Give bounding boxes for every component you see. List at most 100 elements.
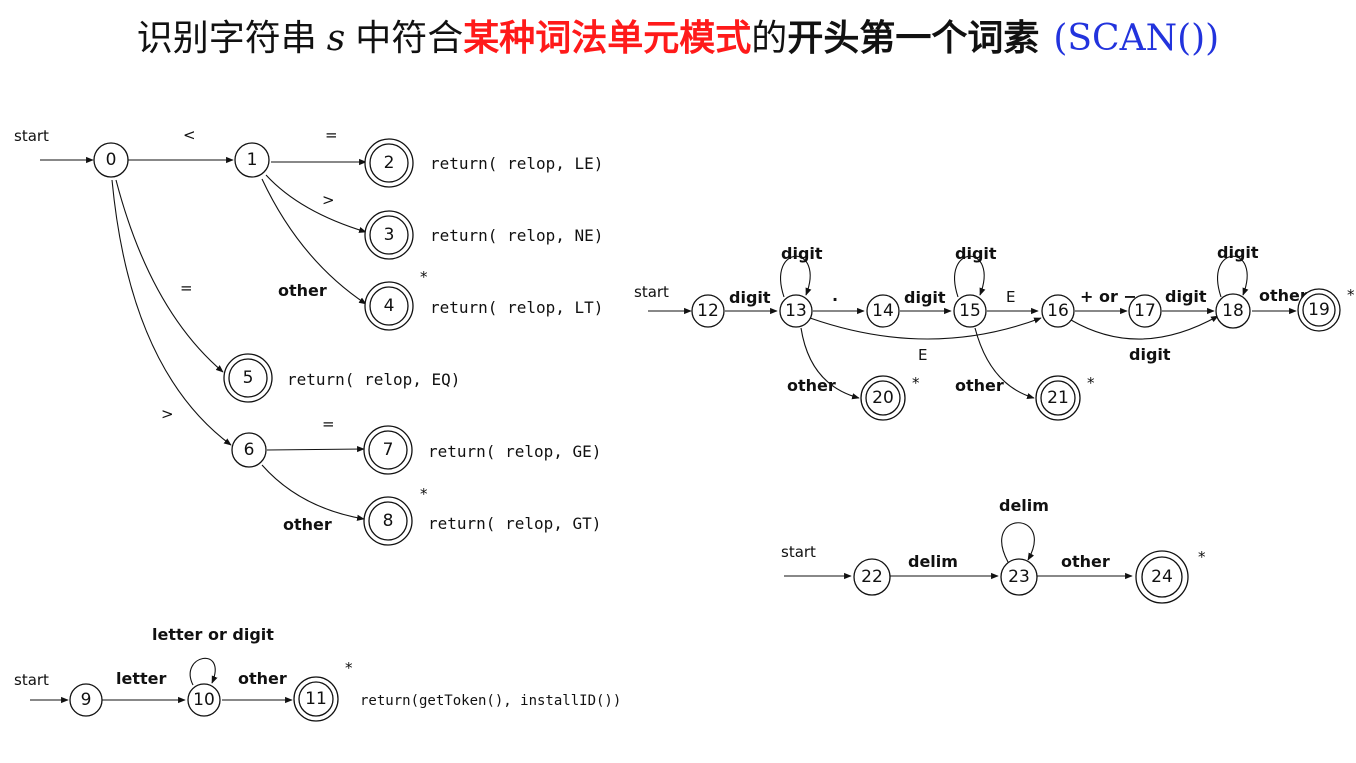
- num-start-label: start: [634, 283, 669, 301]
- relop-diagram: start < = > other = > = other 0 1 2 3: [14, 126, 603, 546]
- title-part-1: 识别字符串: [136, 18, 317, 59]
- state-10: 10: [187, 683, 221, 717]
- state-1: 1: [234, 142, 270, 178]
- state-21: 21: [1035, 375, 1081, 421]
- state-11: 11: [293, 676, 339, 722]
- label-E-13: E: [918, 346, 927, 364]
- state-14: 14: [866, 294, 900, 328]
- svg-text:14: 14: [872, 301, 894, 321]
- svg-text:3: 3: [384, 225, 395, 245]
- retract-star-20: *: [912, 374, 920, 392]
- loop-23: [1001, 522, 1035, 563]
- state-8: 8: [363, 496, 413, 546]
- return-eq: return( relop, EQ): [287, 370, 460, 389]
- label-other-1: other: [278, 281, 327, 300]
- state-9: 9: [69, 683, 103, 717]
- svg-text:22: 22: [861, 567, 883, 587]
- title-part-2: 中符合: [355, 18, 464, 59]
- svg-text:12: 12: [697, 301, 719, 321]
- label-other-18: other: [1259, 286, 1308, 305]
- state-15: 15: [953, 294, 987, 328]
- loop-15: [954, 255, 986, 298]
- state-24: 24: [1135, 550, 1189, 604]
- label-eq-1: =: [325, 126, 338, 144]
- label-letter: letter: [116, 669, 166, 688]
- title-part-3: 的: [751, 18, 788, 59]
- svg-text:15: 15: [959, 301, 981, 321]
- edge-15-21: [974, 327, 1035, 399]
- label-delim: delim: [908, 552, 958, 571]
- state-18: 18: [1215, 293, 1251, 329]
- state-22: 22: [853, 558, 891, 596]
- svg-text:6: 6: [244, 440, 255, 460]
- label-digit-14: digit: [904, 288, 946, 307]
- state-0: 0: [93, 142, 129, 178]
- retract-star-11: *: [345, 659, 353, 677]
- edge-0-5: [115, 179, 224, 373]
- svg-text:8: 8: [383, 511, 394, 531]
- state-4: 4: [364, 281, 414, 331]
- label-letter-or-digit: letter or digit: [152, 625, 274, 644]
- svg-text:13: 13: [785, 301, 807, 321]
- ws-start-label: start: [781, 543, 816, 561]
- label-lt: <: [183, 126, 196, 144]
- state-3: 3: [364, 210, 414, 260]
- title-highlight: 某种词法单元模式: [463, 17, 752, 59]
- edge-16-18: [1070, 315, 1219, 340]
- label-digit-16: digit: [1129, 345, 1171, 364]
- svg-text:17: 17: [1134, 301, 1156, 321]
- loop-10: [189, 657, 218, 686]
- label-plus-or-minus: + or −: [1080, 287, 1137, 306]
- label-digit-loop-15: digit: [955, 244, 997, 263]
- retract-star-8: *: [420, 485, 428, 503]
- title-bold: 开头第一个词素: [787, 17, 1040, 59]
- state-17: 17: [1128, 294, 1162, 328]
- return-ne: return( relop, NE): [430, 226, 603, 245]
- edge-13-20: [800, 327, 860, 400]
- svg-text:18: 18: [1222, 301, 1244, 321]
- label-dot: .: [832, 286, 838, 305]
- svg-text:1: 1: [247, 150, 258, 170]
- state-19: 19: [1297, 288, 1341, 332]
- state-13: 13: [779, 294, 813, 328]
- return-le: return( relop, LE): [430, 154, 603, 173]
- loop-13: [780, 255, 812, 298]
- state-20: 20: [860, 375, 906, 421]
- edge-1-4: [261, 178, 367, 305]
- label-id-other: other: [238, 669, 287, 688]
- label-delim-loop: delim: [999, 496, 1049, 515]
- edge-6-7: [266, 445, 365, 453]
- label-gt-0: >: [161, 405, 174, 423]
- svg-text:7: 7: [383, 440, 394, 460]
- label-eq-0: =: [180, 279, 193, 297]
- svg-text:10: 10: [193, 690, 215, 710]
- label-ws-other: other: [1061, 552, 1110, 571]
- return-ge: return( relop, GE): [428, 442, 601, 461]
- svg-text:21: 21: [1047, 388, 1069, 408]
- retract-star-4: *: [420, 268, 428, 286]
- state-5: 5: [223, 353, 273, 403]
- svg-text:0: 0: [106, 150, 117, 170]
- label-digit-loop-13: digit: [781, 244, 823, 263]
- svg-text:24: 24: [1151, 567, 1173, 587]
- label-other-13: other: [787, 376, 836, 395]
- state-2: 2: [364, 138, 414, 188]
- edge-13-16: [809, 317, 1042, 340]
- svg-text:9: 9: [81, 690, 92, 710]
- return-gt: return( relop, GT): [428, 514, 601, 533]
- retract-star-21: *: [1087, 374, 1095, 392]
- number-diagram: start digit digit . digit digit E E + or…: [634, 243, 1355, 421]
- state-16: 16: [1041, 294, 1075, 328]
- title-scan: (SCAN()): [1053, 18, 1220, 59]
- svg-text:2: 2: [384, 153, 395, 173]
- edge-1-3: [265, 174, 367, 233]
- retract-star-19: *: [1347, 286, 1355, 304]
- label-digit-17: digit: [1165, 287, 1207, 306]
- retract-star-24: *: [1198, 548, 1206, 566]
- label-digit-12: digit: [729, 288, 771, 307]
- label-other-15: other: [955, 376, 1004, 395]
- id-start-label: start: [14, 671, 49, 689]
- edge-0-6: [111, 179, 232, 446]
- label-E-15: E: [1006, 288, 1015, 306]
- relop-start-label: start: [14, 127, 49, 145]
